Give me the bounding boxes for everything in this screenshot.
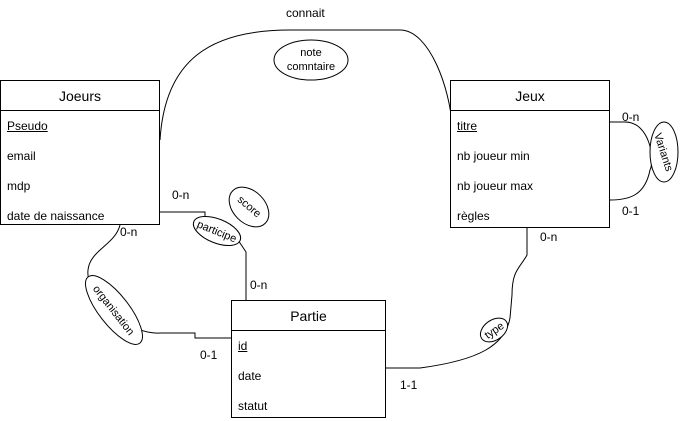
type-ellipse xyxy=(479,317,509,343)
entity-joeurs: Joeurs Pseudo email mdp date de naissanc… xyxy=(0,80,160,225)
attr-date-naissance: date de naissance xyxy=(7,209,105,223)
card-jeux-type: 0-n xyxy=(540,230,558,244)
entity-partie: Partie id date statut xyxy=(231,300,386,418)
attr-nb-joueur-max: nb joueur max xyxy=(457,179,534,193)
attr-date: date xyxy=(238,369,262,383)
variants-link xyxy=(609,121,653,201)
attr-pseudo: Pseudo xyxy=(7,119,48,133)
card-joeurs-participe: 0-n xyxy=(172,188,190,202)
participe-link-partie xyxy=(237,239,247,300)
card-joeurs-organisation: 0-n xyxy=(120,225,138,239)
attr-id: id xyxy=(238,339,248,353)
card-partie-organisation: 0-1 xyxy=(200,348,218,362)
variants-ellipse xyxy=(649,121,679,183)
connait-attr-note: note xyxy=(300,47,321,59)
attr-regles: règles xyxy=(457,209,490,223)
score-ellipse xyxy=(228,186,270,228)
connait-label: connait xyxy=(286,6,325,20)
organisation-ellipse xyxy=(85,275,143,345)
entity-partie-title: Partie xyxy=(232,301,385,331)
connait-attr-ellipse xyxy=(273,39,349,81)
entity-jeux-title: Jeux xyxy=(451,81,609,111)
card-jeux-variants-top: 0-n xyxy=(622,110,640,124)
type-link xyxy=(385,228,528,369)
attr-mdp: mdp xyxy=(7,179,31,193)
attr-titre: titre xyxy=(457,119,478,133)
card-partie-participe: 0-n xyxy=(250,278,268,292)
card-partie-type: 1-1 xyxy=(400,378,418,392)
card-jeux-variants-bottom: 0-1 xyxy=(622,204,640,218)
attr-statut: statut xyxy=(238,399,268,413)
connait-link xyxy=(159,29,453,141)
attr-email: email xyxy=(7,149,36,163)
attr-nb-joueur-min: nb joueur min xyxy=(457,149,530,163)
connait-attr-comntaire: comntaire xyxy=(287,61,335,73)
entity-joeurs-title: Joeurs xyxy=(1,81,159,111)
participe-ellipse xyxy=(192,215,242,247)
entity-jeux: Jeux titre nb joueur min nb joueur max r… xyxy=(450,80,610,228)
